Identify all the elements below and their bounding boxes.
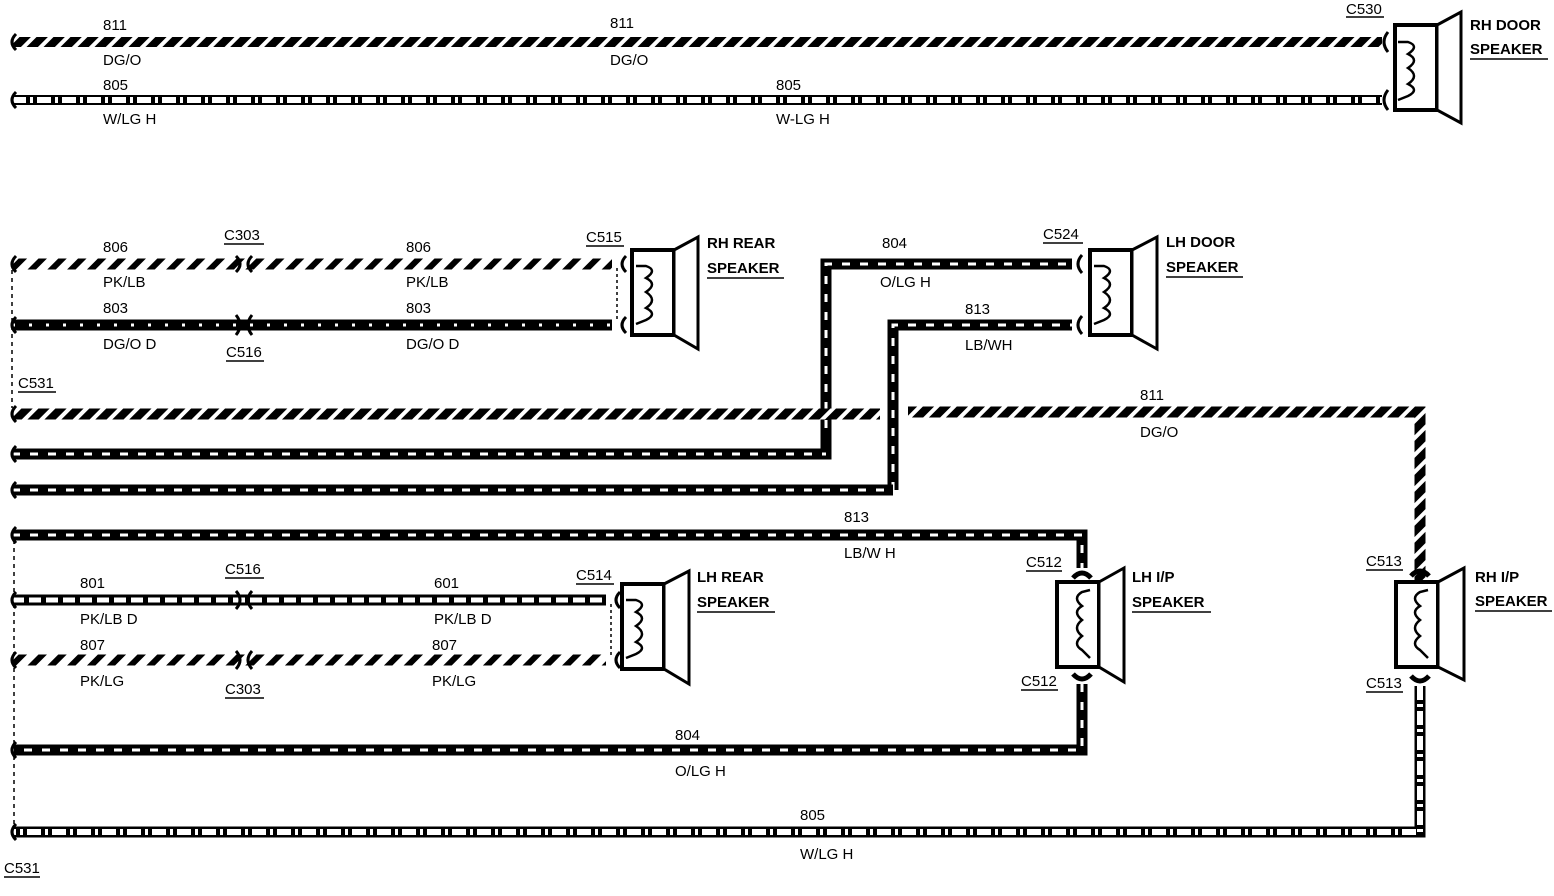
wire-number: 805 <box>800 807 825 824</box>
wire-813-lh-door <box>887 319 1072 490</box>
wire-804-bottom <box>10 684 1088 760</box>
wire-813-mid <box>10 480 893 500</box>
connector-c515 <box>616 254 628 335</box>
wire-color: DG/O <box>1140 424 1178 441</box>
wire-color: PK/LB <box>406 274 449 291</box>
connector-label: C515 <box>586 229 622 246</box>
connector-c514 <box>610 590 622 670</box>
connector-label: C516 <box>225 561 261 578</box>
wire-color: W/LG H <box>103 111 156 128</box>
connector-label: C513 <box>1366 675 1402 692</box>
wire-811-mid-left <box>10 404 880 424</box>
wire-number: 805 <box>103 77 128 94</box>
wire-number: 813 <box>965 301 990 318</box>
wire-805-bottom <box>10 686 1426 842</box>
connector-label: C512 <box>1021 673 1057 690</box>
wire-number: 803 <box>103 300 128 317</box>
wire-807 <box>10 650 606 670</box>
connector-label: C514 <box>576 567 612 584</box>
speaker-label: SPEAKER <box>707 260 780 277</box>
speaker-label: RH I/P <box>1475 569 1519 586</box>
speaker-icon <box>620 568 691 687</box>
wire-color: PK/LB D <box>434 611 492 628</box>
wire-color: W-LG H <box>776 111 830 128</box>
connector-c524 <box>1076 254 1084 335</box>
speaker-icon <box>1088 234 1159 352</box>
wire-804-lh-door <box>820 258 1072 428</box>
wire-number: 807 <box>80 637 105 654</box>
wire-number: 806 <box>406 239 431 256</box>
wire-number: 804 <box>882 235 907 252</box>
speaker-label: LH REAR <box>697 569 764 586</box>
wire-number: 811 <box>103 17 127 34</box>
speaker-label: SPEAKER <box>697 594 770 611</box>
wire-801 <box>10 590 606 610</box>
wire-color: W/LG H <box>800 846 853 863</box>
wire-color: LB/WH <box>965 337 1013 354</box>
wire-color: DG/O <box>103 52 141 69</box>
connector-label: C531 <box>4 860 40 877</box>
wire-number: 601 <box>434 575 459 592</box>
connector-c516 <box>234 590 254 610</box>
speaker-label: SPEAKER <box>1132 594 1205 611</box>
speaker-label: LH I/P <box>1132 569 1175 586</box>
connector-label: C513 <box>1366 553 1402 570</box>
wire-813-lh-ip <box>10 525 1088 568</box>
wire-number: 801 <box>80 575 105 592</box>
wire-811-mid-right <box>908 406 1426 582</box>
wire-number: 806 <box>103 239 128 256</box>
wire-number: 805 <box>776 77 801 94</box>
connector-label: C303 <box>224 227 260 244</box>
wire-804-mid <box>10 428 832 464</box>
speaker-icon <box>630 234 700 352</box>
wire-color: O/LG H <box>675 763 726 780</box>
connector-label: C516 <box>226 344 262 361</box>
connector-label: C524 <box>1043 226 1079 243</box>
wire-color: PK/LB D <box>80 611 138 628</box>
speaker-label: RH DOOR <box>1470 17 1541 34</box>
wire-number: 804 <box>675 727 700 744</box>
wire-number: 803 <box>406 300 431 317</box>
connector-label: C303 <box>225 681 261 698</box>
wire-color: PK/LG <box>432 673 476 690</box>
speaker-label: LH DOOR <box>1166 234 1235 251</box>
wire-number: 811 <box>610 15 634 32</box>
wire-805-top <box>10 90 1382 110</box>
wire-number: 813 <box>844 509 869 526</box>
wire-color: LB/W H <box>844 545 896 562</box>
speaker-label: SPEAKER <box>1470 41 1543 58</box>
wire-color: PK/LB <box>103 274 146 291</box>
speaker-icon <box>1055 565 1126 685</box>
speaker-label: SPEAKER <box>1475 593 1548 610</box>
connector-c513 <box>1409 568 1431 684</box>
speaker-icon <box>1394 565 1466 683</box>
wire-number: 807 <box>432 637 457 654</box>
speaker-label: RH REAR <box>707 235 776 252</box>
speaker-label: SPEAKER <box>1166 259 1239 276</box>
wire-811-top <box>10 32 1382 52</box>
connector-c516 <box>234 314 254 336</box>
connector-c530 <box>1382 31 1390 111</box>
wire-color: DG/O D <box>406 336 460 353</box>
connector-label: C530 <box>1346 1 1382 18</box>
connector-c512 <box>1071 570 1093 682</box>
connector-label: C512 <box>1026 554 1062 571</box>
wire-color: DG/O D <box>103 336 157 353</box>
wire-color: O/LG H <box>880 274 931 291</box>
wire-color: PK/LG <box>80 673 124 690</box>
wire-number: 811 <box>1140 387 1164 404</box>
connector-label: C531 <box>18 375 54 392</box>
connector-c303 <box>234 650 254 670</box>
wire-color: DG/O <box>610 52 648 69</box>
connector-c303 <box>234 254 254 274</box>
speaker-icon <box>1393 9 1463 126</box>
